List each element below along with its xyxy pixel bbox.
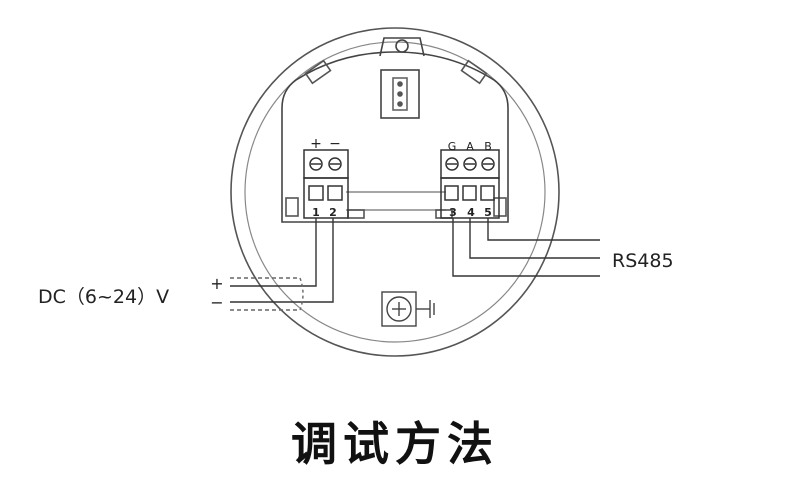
rs485-label: RS485 [612,250,674,272]
power-label: DC（6~24）V [38,286,169,308]
wire-terminal-4 [469,218,600,259]
power-wires [230,218,334,311]
circuit-board [281,51,509,223]
connector-slot [392,77,408,111]
terminal-number-3: 3 [449,206,457,219]
terminal-number-5: 5 [484,206,492,219]
terminal-socket [462,185,477,201]
ground-screw-head [386,296,412,322]
ground-screw [381,291,435,327]
terminal-number-1: 1 [312,206,320,219]
terminal-socket [327,185,343,201]
inner-ring [244,41,546,343]
terminal-a-label: A [466,140,474,153]
power-terminal-block [303,149,349,219]
left-foot [285,197,299,217]
top-tab-hole [395,39,409,53]
terminal-screw [328,157,342,171]
top-tab [379,37,425,57]
terminal-g-label: G [448,140,457,153]
right-foot [493,197,507,217]
page-caption: 调试方法 [291,417,499,471]
terminal-screw [463,157,477,171]
connector-pin [397,81,403,87]
terminal-number-2: 2 [329,206,337,219]
terminal-block-body [303,177,349,219]
power-minus-label: − [210,293,223,312]
left-clip [304,59,332,85]
terminal-socket [444,185,459,201]
terminal-number-4: 4 [467,206,475,219]
wiring-diagram: + − G A B 1 2 3 4 5 DC（6~24）V + − RS485 [38,27,674,357]
board-notch [347,209,365,219]
center-connector [380,69,420,119]
housing [230,27,560,357]
terminal-screw [445,157,459,171]
connector-pin [397,91,403,97]
cable-shield [299,277,304,311]
wire-terminal-3 [452,218,600,277]
wire-terminal-5 [487,218,600,241]
terminal-socket [480,185,495,201]
outer-ring [230,27,560,357]
wire-terminal-2 [230,218,334,303]
terminal-b-label: B [484,140,492,153]
wire-terminal-1 [230,218,317,287]
terminal-screw [481,157,495,171]
rs485-wires [452,218,600,277]
connector-pin [397,101,403,107]
terminal-socket [308,185,324,201]
terminal-screw [309,157,323,171]
right-clip [460,59,488,85]
terminal-plus-label: + [310,136,322,152]
power-plus-label: + [210,274,223,293]
terminal-minus-label: − [329,136,341,152]
